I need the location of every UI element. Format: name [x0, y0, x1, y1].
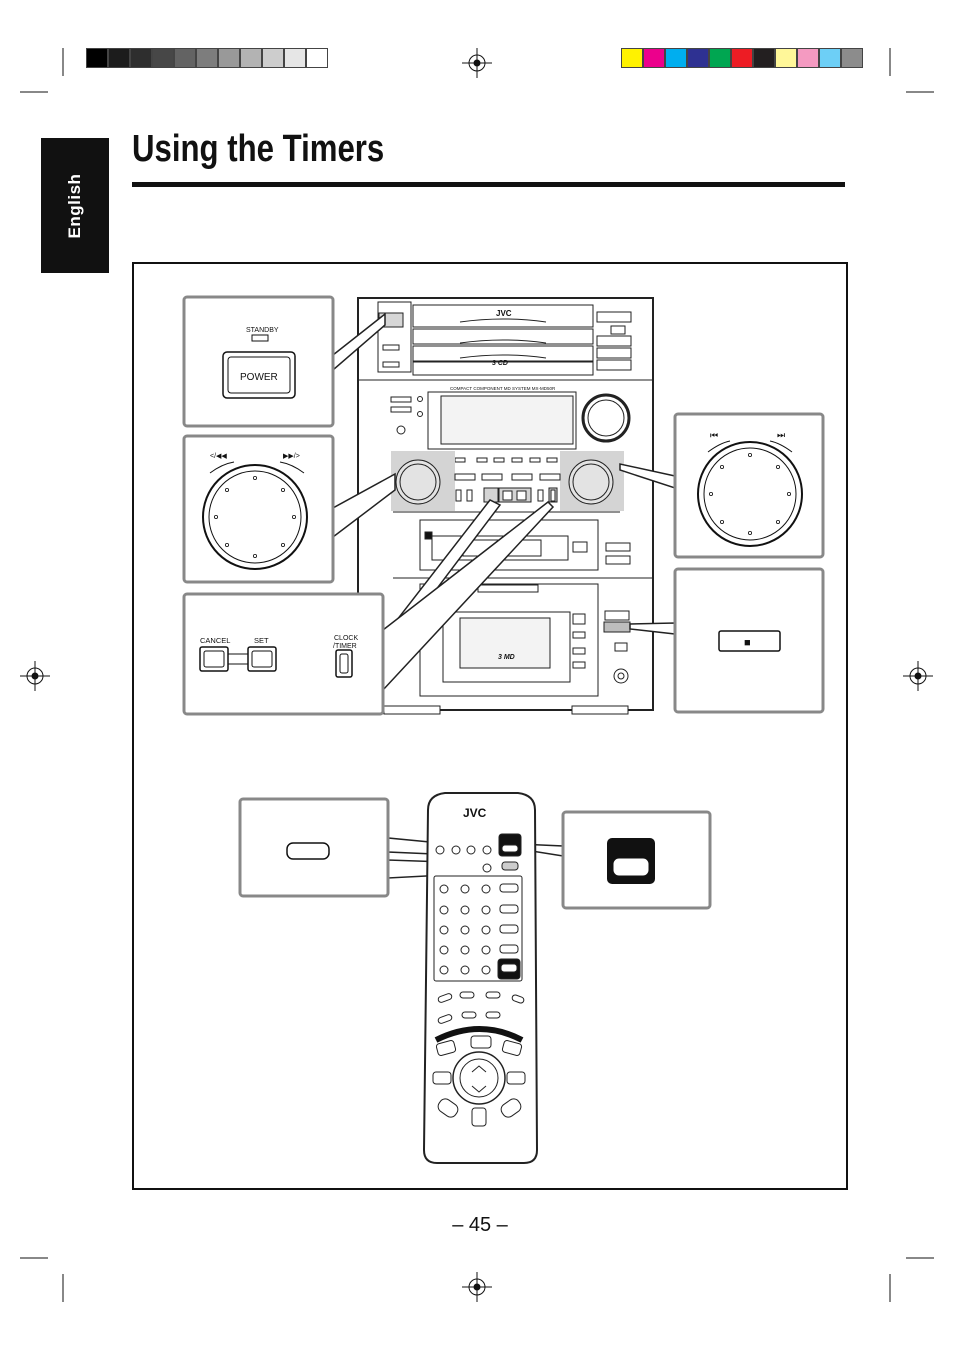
callout-left-dial: </◀◀ ▶▶/>	[182, 434, 335, 584]
color-swatch	[731, 48, 753, 68]
callout-remote-button-left	[238, 797, 390, 898]
callout-right-dial: ⏮ ⏭	[673, 412, 825, 559]
gray-swatch	[130, 48, 152, 68]
color-swatch	[687, 48, 709, 68]
left-jog-dial[interactable]	[202, 464, 308, 570]
gray-swatch	[306, 48, 328, 68]
color-registration-bar	[621, 48, 863, 68]
gray-swatch	[262, 48, 284, 68]
unit-md-label: 3 MD	[498, 654, 515, 661]
gray-swatch	[284, 48, 306, 68]
left-dial-label-left: </◀◀	[210, 453, 227, 460]
registration-target-right	[903, 661, 933, 691]
title-rule	[132, 182, 845, 187]
unit-brand: JVC	[496, 309, 512, 318]
gray-swatch	[218, 48, 240, 68]
page-number: – 45 –	[452, 1214, 508, 1236]
registration-target-left	[20, 661, 50, 691]
standby-label: STANDBY	[246, 327, 279, 334]
color-swatch	[709, 48, 731, 68]
color-swatch	[643, 48, 665, 68]
registration-target-bottom	[462, 1272, 492, 1302]
gray-swatch	[152, 48, 174, 68]
callout-stop: ■	[673, 567, 825, 714]
function-button-row	[454, 457, 558, 463]
unit-cd-label: 3 CD	[492, 360, 508, 367]
gray-swatch	[196, 48, 218, 68]
remote-standby-button-large[interactable]	[612, 857, 650, 877]
gray-swatch	[174, 48, 196, 68]
remote-timer-button[interactable]	[501, 861, 519, 871]
power-button[interactable]	[227, 356, 291, 394]
stop-symbol: ■	[744, 637, 751, 649]
power-label: POWER	[240, 372, 278, 383]
registration-target-top	[462, 48, 492, 78]
remote-timer-button-large[interactable]	[286, 842, 330, 860]
remote-control: JVC	[422, 792, 539, 1164]
illustration-frame	[132, 262, 848, 1190]
remote-number-keys	[439, 884, 491, 975]
color-swatch	[775, 48, 797, 68]
set-label: SET	[254, 636, 269, 645]
unit-system-name: COMPACT COMPONENT MD SYSTEM MX-MD50R	[450, 386, 556, 391]
stereo-unit: JVC 3 CD COMPACT COMPONENT MD SYSTEM MX-…	[357, 297, 654, 715]
color-swatch	[819, 48, 841, 68]
remote-source-keys	[437, 991, 525, 1024]
callout-remote-button-right	[561, 810, 712, 910]
color-swatch	[753, 48, 775, 68]
color-swatch	[841, 48, 863, 68]
right-jog-dial[interactable]	[697, 441, 803, 547]
cancel-label: CANCEL	[200, 636, 230, 645]
remote-standby-button[interactable]	[501, 844, 519, 853]
clock-timer-label-1: CLOCK	[334, 635, 358, 642]
left-dial-label-right: ▶▶/>	[283, 453, 300, 460]
gray-swatch	[86, 48, 108, 68]
callout-timer-buttons: CANCEL SET CLOCK /TIMER	[182, 592, 385, 716]
right-dial-label-right: ⏭	[777, 430, 785, 440]
stop-button[interactable]	[718, 630, 781, 652]
gray-swatch	[108, 48, 130, 68]
right-dial-label-left: ⏮	[710, 430, 718, 440]
callout-power: STANDBY POWER	[182, 295, 335, 428]
page-title: Using the Timers	[132, 128, 385, 170]
grayscale-registration-bar	[86, 48, 328, 68]
clock-timer-label-2: /TIMER	[333, 643, 357, 650]
gray-swatch	[240, 48, 262, 68]
color-swatch	[621, 48, 643, 68]
color-swatch	[797, 48, 819, 68]
language-tab: English	[41, 138, 109, 273]
remote-brand: JVC	[463, 806, 487, 820]
color-swatch	[665, 48, 687, 68]
